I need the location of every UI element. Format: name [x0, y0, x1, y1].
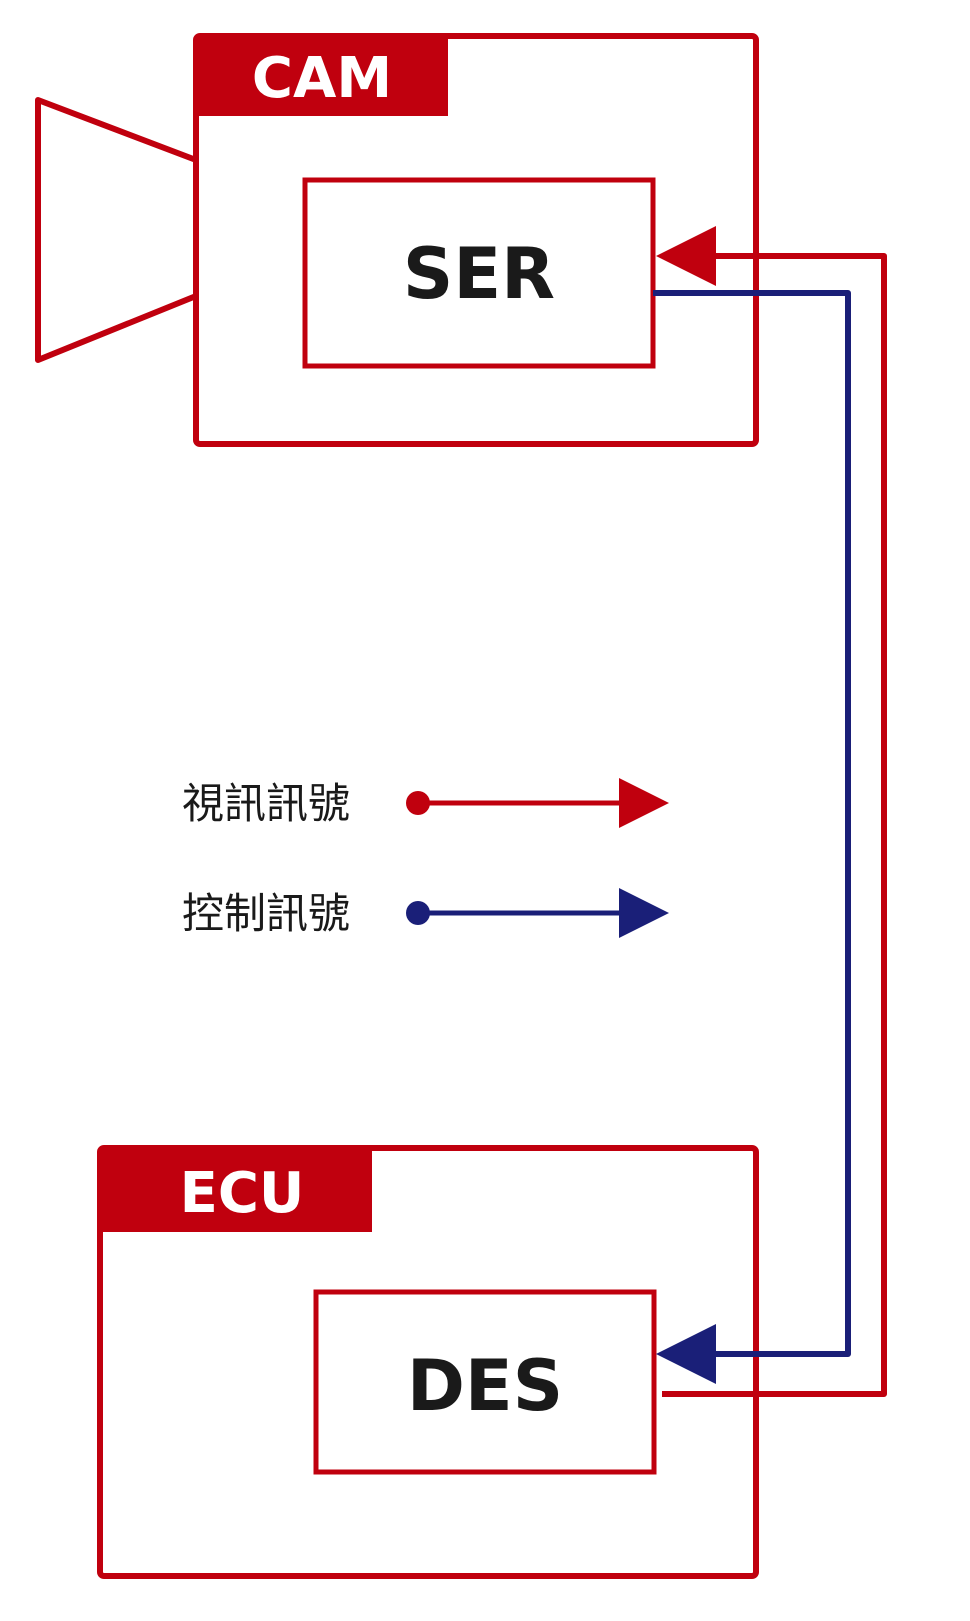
cam-tag-bg — [196, 36, 448, 116]
ecu-tag-bg — [100, 1148, 372, 1232]
cam-tag: CAM — [252, 46, 392, 111]
camera-lens-icon — [35, 97, 199, 363]
legend-video-label: 視訊訊號 — [182, 779, 350, 828]
des-label: DES — [407, 1345, 563, 1427]
ser-box — [302, 177, 656, 369]
camera-module: CAM SER — [35, 33, 759, 447]
ser-label: SER — [403, 233, 555, 315]
video-signal-line — [656, 226, 887, 1397]
control-signal-line — [653, 290, 851, 1384]
legend: 視訊訊號 控制訊號 — [182, 778, 669, 938]
des-box — [313, 1289, 657, 1475]
legend-control-label: 控制訊號 — [182, 889, 350, 938]
ecu-tag: ECU — [180, 1161, 305, 1226]
ecu-module: ECU DES — [97, 1145, 759, 1579]
